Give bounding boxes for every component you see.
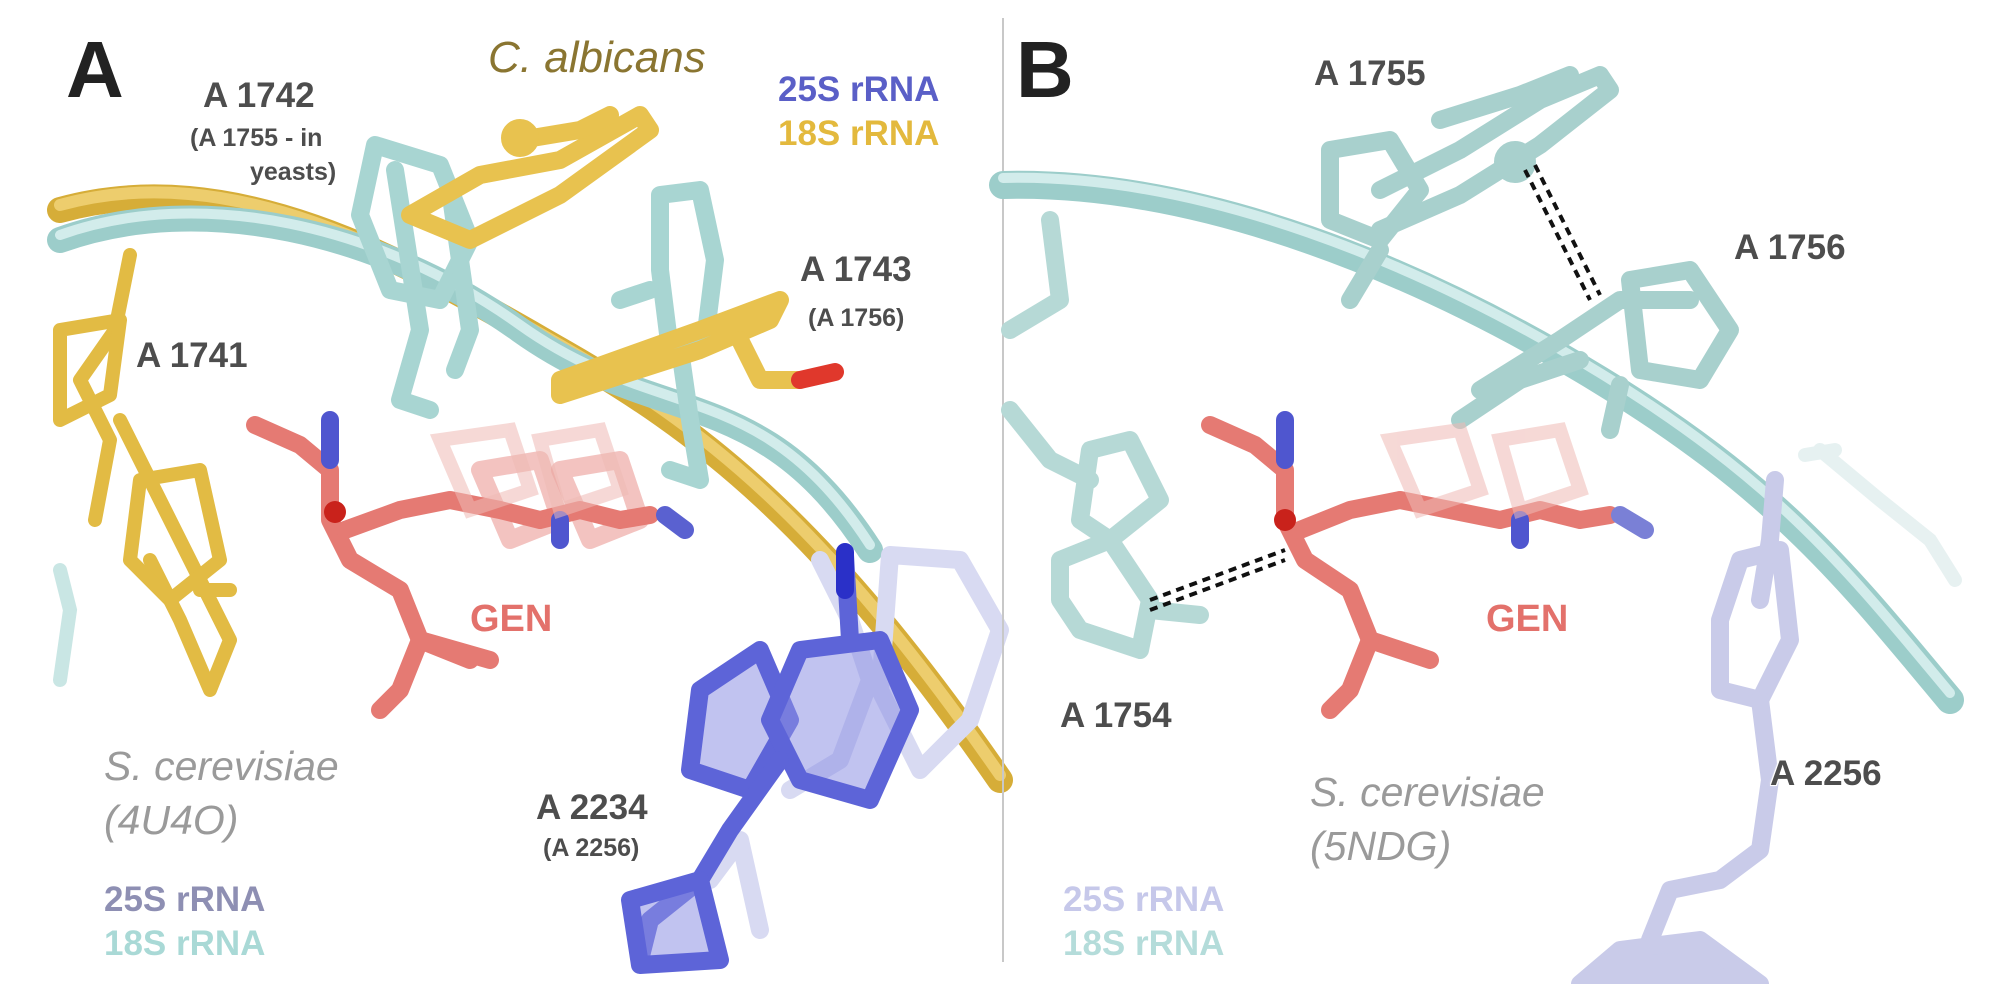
legend-bottom-b-25s: 25S rRNA <box>1063 880 1225 919</box>
a1742-note-1: (A 1755 - in <box>190 124 323 152</box>
a1743-note: (A 1756) <box>808 304 905 332</box>
a2256-label: A 2256 <box>1770 754 1882 793</box>
species-bottom-b-1: S. cerevisiae <box>1310 769 1545 815</box>
gen-label-b: GEN <box>1486 598 1569 640</box>
a1741-residue <box>53 248 237 697</box>
species-bottom-b-2: (5NDG) <box>1310 823 1452 869</box>
a1742-note-2: yeasts) <box>250 158 337 186</box>
legend-top-25s: 25S rRNA <box>778 70 940 109</box>
a1741-label: A 1741 <box>136 336 248 375</box>
a1743-label: A 1743 <box>800 250 912 289</box>
a2256-residue <box>1571 471 1799 984</box>
species-top-label: C. albicans <box>488 33 706 82</box>
legend-bottom-b-18s: 18S rRNA <box>1063 924 1225 963</box>
hbond-a1755-a1756 <box>1523 164 1602 301</box>
a1743-gold-base <box>551 291 844 404</box>
hbond-a1754-gen <box>1149 548 1286 612</box>
a1754-residue <box>1001 211 1209 659</box>
a2234-label: A 2234 <box>536 788 648 827</box>
panel-b-structure <box>989 66 1964 984</box>
legend-top-18s: 18S rRNA <box>778 114 940 153</box>
a1755-residue <box>1321 66 1619 309</box>
species-bottom-a-2: (4U4O) <box>104 797 239 843</box>
a1756-residue <box>1451 261 1739 439</box>
panel-a-letter: A <box>66 25 124 114</box>
a1742-label: A 1742 <box>203 76 315 115</box>
a2234-blue-base <box>621 546 919 974</box>
a1742-gold-base <box>401 106 659 249</box>
gen-label-a: GEN <box>470 598 553 640</box>
legend-bottom-a-25s: 25S rRNA <box>104 880 266 919</box>
legend-bottom-a-18s: 18S rRNA <box>104 924 266 963</box>
gen-ligand-b <box>1201 411 1654 719</box>
panel-b-letter: B <box>1016 25 1074 114</box>
a2234-note: (A 2256) <box>543 834 640 862</box>
species-bottom-a-1: S. cerevisiae <box>104 743 339 789</box>
a1754-label: A 1754 <box>1060 696 1172 735</box>
panel-a-structure <box>47 106 1013 974</box>
gen-ligand-a <box>246 411 694 719</box>
a1755-label: A 1755 <box>1314 54 1426 93</box>
a1756-label: A 1756 <box>1734 228 1846 267</box>
